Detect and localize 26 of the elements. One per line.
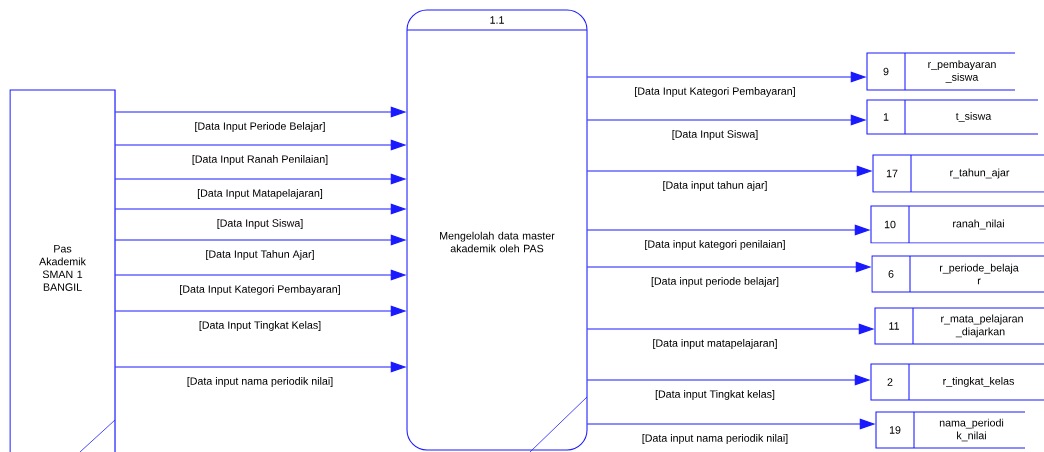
edge-label: [Data Input Ranah Penilaian] <box>190 153 330 167</box>
edge-label: [Data input Tingkat kelas] <box>653 388 777 402</box>
edge-label: [Data Input Kategori Pembayaran] <box>633 85 797 99</box>
process-box: 1.1 Mengelolah data master akademik oleh PAS <box>406 9 588 451</box>
edge-label: [Data input matapelajaran] <box>651 337 779 351</box>
data-store: 6 r_periode_belaja r <box>871 255 1044 293</box>
edge-label: [Data input kategori penilaian] <box>643 238 787 252</box>
edge-label: [Data Input Siswa] <box>215 217 305 231</box>
data-store: 2 r_tingkat_kelas <box>870 363 1044 401</box>
edge-label: [Data Input Tingkat Kelas] <box>197 319 323 333</box>
edge-label: [Data Input Siswa] <box>670 128 760 142</box>
edge-label: [Data input nama periodik nilai] <box>640 432 790 446</box>
data-store: 1 t_siswa <box>866 99 1039 135</box>
edge-label: [Data input tahun ajar] <box>661 179 769 193</box>
entity-box: Pas Akademik SMAN 1 BANGIL <box>9 89 116 452</box>
edge-label: [Data input nama periodik nilai] <box>185 375 335 389</box>
data-store: 9 r_pembayaran _siswa <box>866 52 1016 91</box>
data-store: 11 r_mata_pelajaran _diajarkan <box>874 307 1044 345</box>
edge-label: [Data Input Periode Belajar] <box>193 120 327 134</box>
edge-label: [Data Input Kategori Pembayaran] <box>178 283 342 297</box>
data-store: 19 nama_periodi k_nilai <box>875 411 1026 449</box>
edge-label: [Data Input Matapelajaran] <box>195 187 325 201</box>
edge-label: [Data Input Tahun Ajar] <box>204 248 316 262</box>
data-store: 10 ranah_nilai <box>870 205 1044 244</box>
data-store: 17 r_tahun_ajar <box>872 154 1044 193</box>
edge-label: [Data input periode belajar] <box>649 275 781 289</box>
